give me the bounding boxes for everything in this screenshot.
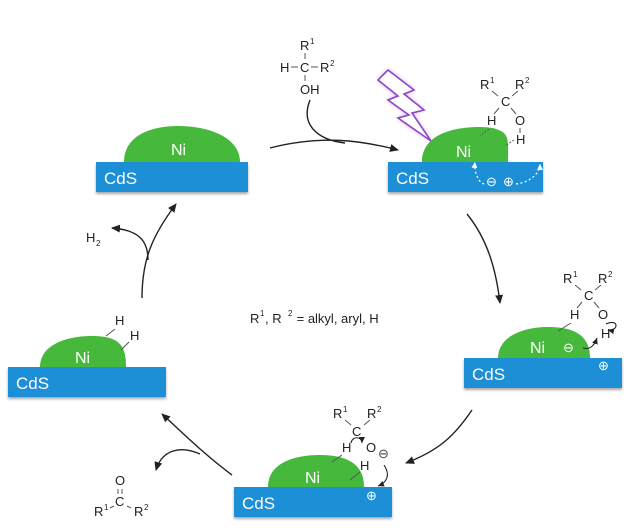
cds-label: CdS [16,374,49,393]
ni-label: Ni [456,144,471,161]
arrow-alkoxide-to-dihydride [161,413,233,476]
state-nickel-dihydride: Ni CdS H H [8,313,166,397]
ni-particle [268,455,364,487]
note-r2-sup: 2 [288,309,293,318]
hole-charge: ⊕ [366,488,377,503]
curly-arrow-hole [377,464,388,487]
electron-transfer-arrow [471,161,485,185]
cds-support [96,162,248,192]
cds-support [8,367,166,397]
r1-label: R [94,504,103,519]
arrow-excited-to-deprotonation [466,213,504,304]
ni-particle [498,327,590,358]
hole-transfer-arrow [515,163,543,185]
r1-label: R [333,406,342,421]
o-label: O [598,307,608,322]
state-photoexcited-adsorbed: Ni CdS ⊖ ⊕ R 1 R 2 C H O H [376,68,543,192]
r2-sup: 2 [377,405,382,414]
state-catalyst-resting: Ni CdS [96,126,248,192]
state-oh-deprotonation: Ni ⊖ CdS ⊕ R 1 R 2 C H O H [464,270,622,388]
curly-arrow-ni-h [582,337,598,350]
ni-label: Ni [75,350,90,367]
ni-particle [40,336,126,367]
c-label: C [352,424,361,439]
ni-label: Ni [305,470,320,487]
arrow-substrate-join [306,99,346,144]
cds-support [464,358,622,388]
r2-label: R [515,77,524,92]
h-label: H [360,458,369,473]
substrate-alcohol: R 1 H C R 2 OH [280,37,335,97]
o-label: O [115,473,125,488]
arrow-h2-release [111,224,149,261]
cds-support [234,487,392,517]
note-r1-sup: 1 [260,309,265,318]
r2-label: R [598,271,607,286]
arrow-resting-to-excited [269,139,399,152]
c-label: C [584,288,593,303]
r1-sup: 1 [490,76,495,85]
substituent-note: R 1 , R 2 = alkyl, aryl, H [250,309,379,326]
h-label: H [487,113,496,128]
r2-label: R [320,60,329,75]
cds-label: CdS [104,169,137,188]
arrow-deprotonation-to-alkoxide [405,409,473,464]
cds-support [388,162,543,192]
product-ketone: O C R 1 R 2 [94,473,149,519]
cds-label: CdS [396,169,429,188]
c-label: C [115,494,124,509]
r2-sup: 2 [525,76,530,85]
arrow-dihydride-to-resting [141,203,177,299]
h-label: H [130,328,139,343]
r2-sup: 2 [144,503,149,512]
h2-label: H [86,230,95,245]
r1-sup: 1 [104,503,109,512]
hole-charge: ⊕ [503,174,514,189]
curly-arrow-c-o [350,436,365,444]
h2-subscript: 2 [96,239,101,248]
ni-label: Ni [530,340,545,357]
o-label: O [366,440,376,455]
o-label: O [515,113,525,128]
r2-sup: 2 [330,59,335,68]
arrow-ketone-release [154,449,201,471]
r1-sup: 1 [573,270,578,279]
r2-label: R [367,406,376,421]
r1-sup: 1 [343,405,348,414]
r1-sup: 1 [310,37,315,46]
alkoxide-charge: ⊖ [378,446,389,461]
r1-label: R [300,38,309,53]
h-label: H [115,313,124,328]
r1-label: R [480,77,489,92]
h-label: H [601,326,610,341]
product-h2: H 2 [86,230,101,248]
note-rest: = alkyl, aryl, H [293,311,379,326]
ni-label: Ni [171,142,186,159]
r2-sup: 2 [608,270,613,279]
c-label: C [300,60,309,75]
h-label: H [570,307,579,322]
state-alkoxide-intermediate: Ni CdS ⊕ R 1 R 2 C H O ⊖ H [234,405,392,517]
r2-label: R [134,504,143,519]
light-bolt-icon [376,68,432,142]
h-label: H [280,60,289,75]
cds-label: CdS [242,494,275,513]
note-r1: R [250,311,259,326]
note-comma-r2: , R [265,311,282,326]
oh-label: OH [300,82,320,97]
curly-arrow-oh [605,322,617,335]
r1-label: R [563,271,572,286]
c-label: C [501,94,510,109]
h-label: H [516,132,525,147]
cds-label: CdS [472,365,505,384]
h-label: H [342,440,351,455]
electron-charge: ⊖ [563,340,574,355]
hole-charge: ⊕ [598,358,609,373]
electron-charge: ⊖ [486,174,497,189]
ni-particle [124,126,240,162]
